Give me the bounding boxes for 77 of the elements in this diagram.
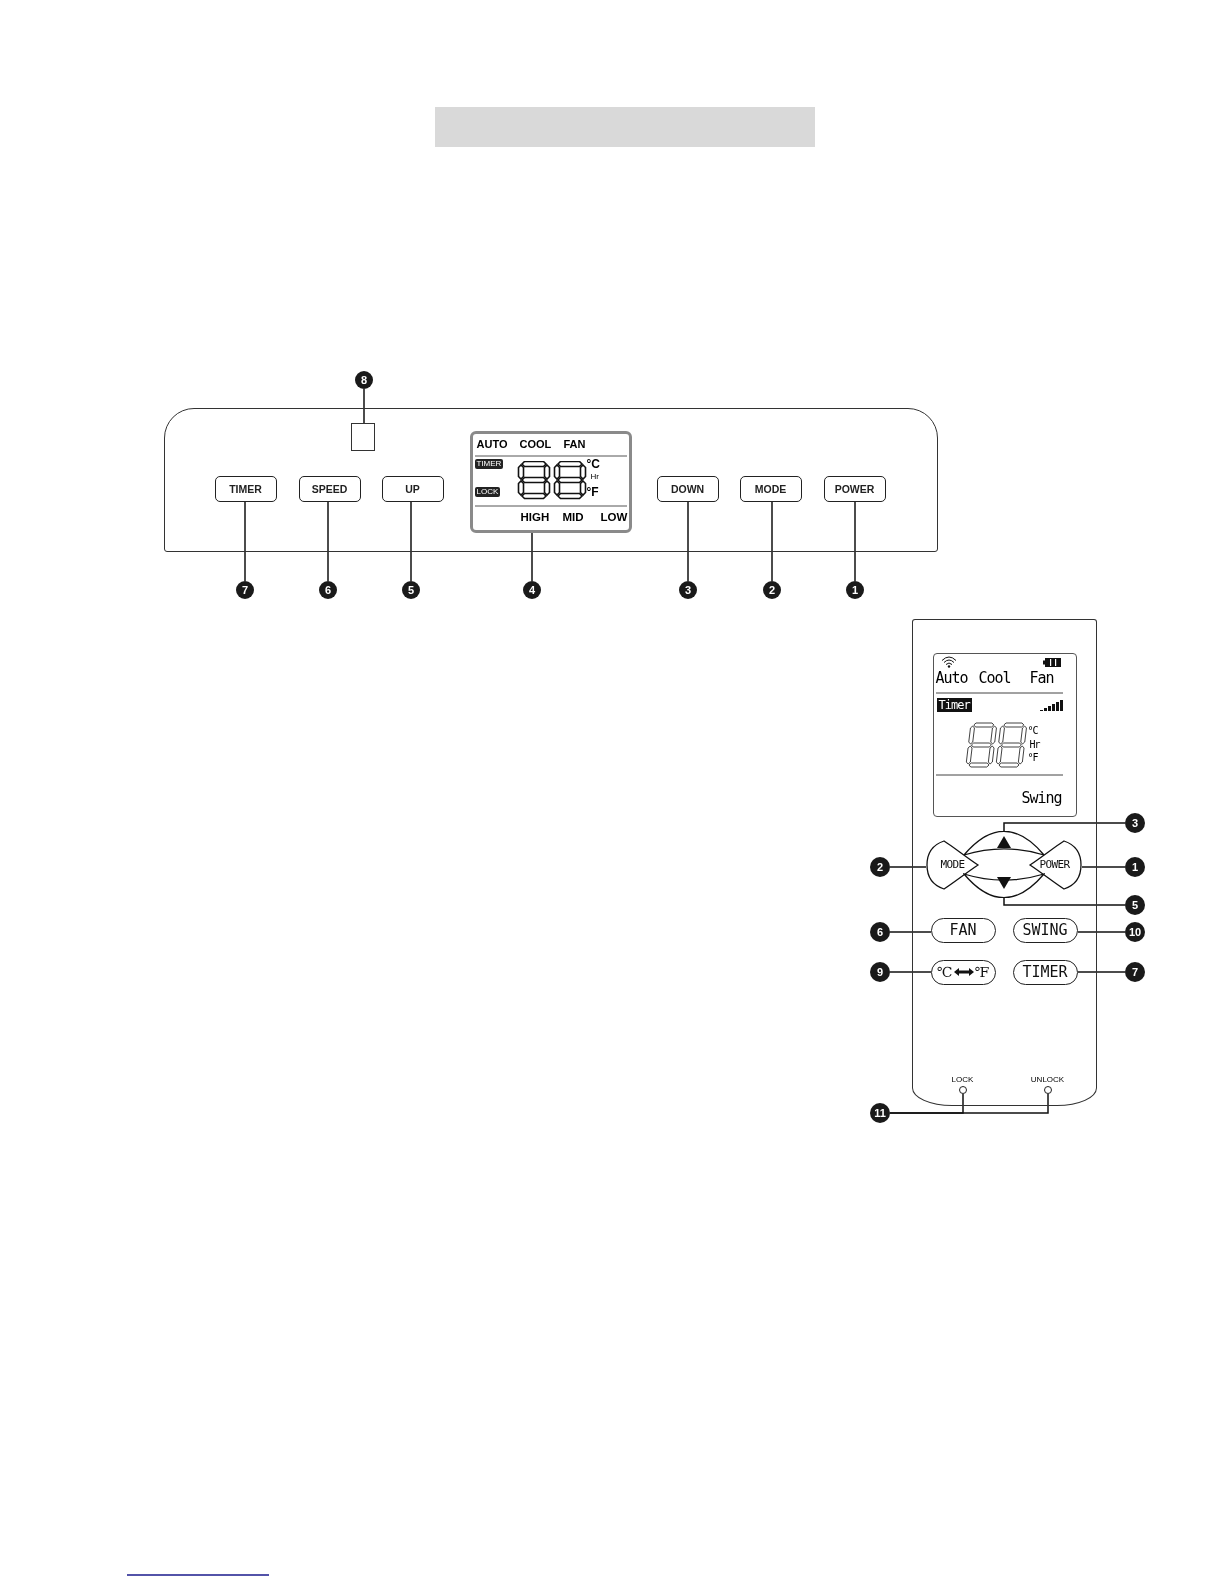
- leader-line: [889, 931, 932, 933]
- unlock-hole: [1043, 1085, 1052, 1094]
- panel-button: TIMER: [214, 475, 277, 502]
- up-arrow-button: [962, 830, 1045, 857]
- leader-line: [410, 501, 412, 582]
- indicator-badge: Timer: [936, 697, 972, 712]
- leader-line: [889, 1093, 1049, 1114]
- indicator-label: Cool: [978, 670, 1011, 686]
- leader-line: [1077, 931, 1126, 933]
- panel-button: DOWN: [656, 475, 719, 502]
- leader-line: [1003, 897, 1126, 906]
- callout-number: 1: [1125, 857, 1145, 877]
- indicator-label: Auto: [935, 670, 968, 686]
- indicator-label: COOL: [519, 438, 552, 450]
- callout-number: 10: [1125, 922, 1145, 942]
- leader-line: [244, 501, 246, 582]
- indicator-label: HIGH: [520, 511, 550, 523]
- remote-button: ℃ ℉: [930, 959, 996, 985]
- callout-number: 7: [1125, 962, 1145, 982]
- heading-bar: [435, 107, 815, 147]
- unit-label: °C: [586, 457, 600, 470]
- indicator-label: Fan: [1029, 670, 1054, 686]
- callout-number: 3: [1125, 813, 1145, 833]
- remote-button: MODE: [925, 839, 980, 890]
- lock-hole: [958, 1085, 967, 1094]
- indicator-label: Swing: [1021, 790, 1062, 806]
- remote-button: TIMER: [1012, 959, 1078, 985]
- callout-number: 2: [870, 857, 890, 877]
- unit-label: °F: [1027, 752, 1038, 763]
- callout-number: 5: [402, 581, 420, 599]
- indicator-label: FAN: [563, 438, 586, 450]
- remote-button: FAN: [930, 917, 996, 943]
- panel-button: SPEED: [298, 475, 361, 502]
- leader-line: [771, 501, 773, 582]
- leader-line: [889, 866, 927, 868]
- leader-line: [687, 501, 689, 582]
- callout-number: 6: [319, 581, 337, 599]
- callout-number: 9: [870, 962, 890, 982]
- indicator-label: AUTO: [476, 438, 508, 450]
- unit-label: °C: [1027, 725, 1038, 736]
- indicator-label: MID: [562, 511, 584, 523]
- unit-label: Hr: [1029, 739, 1040, 750]
- leader-line: [531, 532, 533, 582]
- control-label: LOCK: [951, 1075, 974, 1084]
- callout-number: 6: [870, 922, 890, 942]
- panel-button: UP: [381, 475, 444, 502]
- panel-button: MODE: [739, 475, 802, 502]
- leader-line: [889, 971, 932, 973]
- leader-line: [1081, 866, 1126, 868]
- callout-number: 11: [870, 1103, 890, 1123]
- leader-line: [1077, 971, 1126, 973]
- indicator-badge: TIMER: [474, 458, 504, 469]
- callout-number: 1: [846, 581, 864, 599]
- control-label: UNLOCK: [1030, 1075, 1065, 1084]
- indicator-badge: LOCK: [474, 486, 501, 497]
- leader-line: [327, 501, 329, 582]
- panel-button: POWER: [823, 475, 886, 502]
- callout-number: 2: [763, 581, 781, 599]
- remote-button: SWING: [1012, 917, 1078, 943]
- remote-control-body: [912, 619, 1097, 1106]
- leader-line: [363, 388, 365, 424]
- unit-label: Hr: [590, 472, 599, 481]
- leader-line: [1003, 822, 1126, 832]
- callout-number: 4: [523, 581, 541, 599]
- remote-button: POWER: [1027, 839, 1082, 890]
- lcd-display: [469, 430, 632, 533]
- control-panel: [164, 408, 938, 552]
- sensor-window: [350, 422, 375, 451]
- remote-lcd-screen: [932, 652, 1077, 817]
- callout-number: 8: [355, 371, 373, 389]
- callout-number: 5: [1125, 895, 1145, 915]
- unit-label: °F: [586, 485, 599, 498]
- callout-number: 3: [679, 581, 697, 599]
- callout-number: 7: [236, 581, 254, 599]
- indicator-label: LOW: [600, 511, 628, 523]
- leader-line: [854, 501, 856, 582]
- down-arrow-button: [962, 871, 1045, 898]
